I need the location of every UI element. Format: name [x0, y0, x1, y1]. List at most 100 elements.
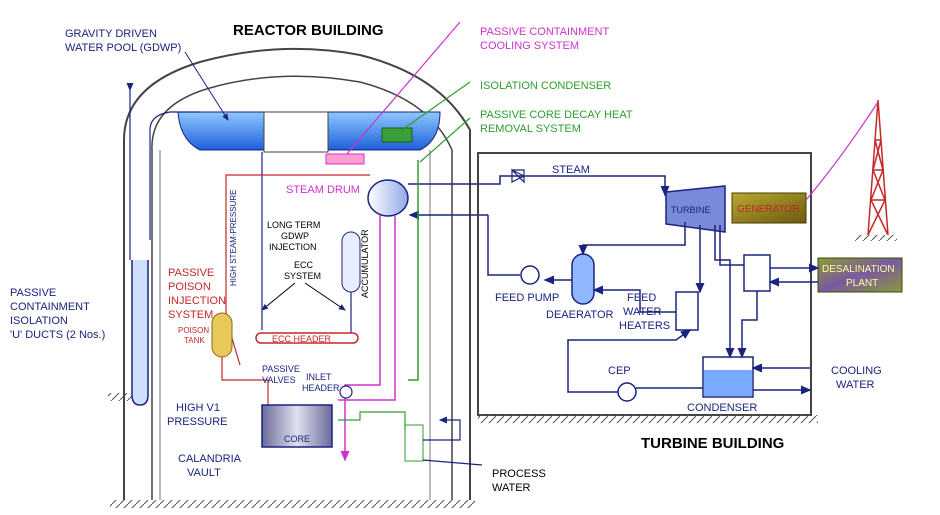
deaerator-label: DEAERATOR [546, 309, 613, 321]
high-v1-label-1: HIGH V1 [176, 402, 220, 414]
reactor-building [108, 47, 475, 508]
pcc-line [339, 21, 461, 163]
pcdhr-line [419, 117, 471, 163]
tower-ground [855, 235, 897, 241]
passive-valves-label-1: PASSIVE [262, 364, 300, 374]
generator-label: GENERATOR [737, 204, 799, 215]
riser-magenta [340, 215, 381, 462]
fwh-label-3: HEATERS [619, 320, 670, 332]
ecc-header [255, 332, 359, 344]
isolation-condenser-unit [381, 127, 413, 143]
poison-tank-label-1: POISON [178, 326, 209, 335]
lt-label-3: INJECTION [269, 242, 317, 252]
ppis-label-1: PASSIVE [168, 267, 214, 279]
ecc-arrow-left [261, 282, 296, 311]
desal-label-2: PLANT [846, 278, 878, 289]
cooling-label-1: COOLING [831, 365, 882, 377]
lt-label-2: GDWP [281, 231, 309, 241]
inlet-header-label-2: HEADER [302, 383, 340, 393]
inlet-header-label-1: INLET [306, 372, 332, 382]
pcc-label-1: PASSIVE CONTAINMENT [480, 26, 609, 38]
gdwp-label-1: GRAVITY DRIVEN [65, 28, 157, 40]
reactor-building-title: REACTOR BUILDING [233, 22, 384, 39]
desalination-plant [817, 257, 903, 293]
ic-downcomer [408, 160, 419, 381]
cep-label: CEP [608, 365, 631, 377]
transmission-tower [867, 99, 889, 236]
poison-tank-label-2: TANK [184, 336, 205, 345]
pcc-label-2: COOLING SYSTEM [480, 40, 579, 52]
inlet-magenta [338, 215, 396, 401]
ecc-label-2: SYSTEM [284, 271, 321, 281]
feedwater-return [487, 215, 520, 276]
inlet-header-pump [339, 385, 353, 399]
pcc-hx [325, 153, 365, 165]
ppis-label-3: INJECTION [168, 295, 226, 307]
feed-water-heaters [675, 291, 699, 331]
gdwp-pointer [184, 51, 229, 121]
cep-to-fwh [567, 329, 692, 393]
core-label: CORE [284, 434, 310, 444]
fwh-to-deaerator [592, 285, 676, 313]
turbine-building-title: TURBINE BUILDING [641, 435, 784, 452]
turbine-ground [478, 415, 818, 423]
poison-line [221, 357, 269, 405]
process-water-label-2: WATER [492, 482, 531, 494]
cep-pump [617, 382, 637, 402]
generator [731, 192, 807, 224]
reactor-ground [108, 393, 148, 401]
fwh-label-2: WATER [623, 306, 662, 318]
desal-label-1: DESALINATION [822, 264, 895, 275]
feed-pump-label: FEED PUMP [495, 292, 559, 304]
condenser-water [704, 370, 752, 396]
steam-drum [367, 179, 409, 217]
process-water-label-1: PROCESS [492, 468, 546, 480]
high-steam-pressure-label: HIGH STEAM-PRESSURE [229, 190, 238, 286]
ppis-label-4: SYSTEM [168, 309, 213, 321]
pcdhr-label-1: PASSIVE CORE DECAY HEAT [480, 109, 633, 121]
pool-center-block [263, 111, 329, 153]
core-vessel [261, 404, 333, 448]
pcid-label-4: 'U' DUCTS (2 Nos.) [10, 329, 105, 341]
passive-valves-label-2: VALVES [262, 375, 296, 385]
condenser-label: CONDENSER [687, 402, 757, 414]
gdwp-label-2: WATER POOL (GDWP) [65, 42, 181, 54]
calandria-label-1: CALANDRIA [178, 453, 242, 465]
lt-label-1: LONG TERM [267, 220, 320, 230]
cooling-label-2: WATER [836, 379, 875, 391]
high-steam-line [225, 174, 370, 366]
turbine-to-condenser [714, 225, 735, 359]
pcid-label-3: ISOLATION [10, 315, 68, 327]
main-steam-line [408, 175, 670, 197]
turbine [665, 185, 726, 233]
high-v1-label-2: PRESSURE [167, 416, 228, 428]
steam-valve [511, 168, 526, 184]
pcid-label-2: CONTAINMENT [10, 301, 90, 313]
ic-label: ISOLATION CONDENSER [480, 80, 611, 92]
fwh-label-1: FEED [627, 292, 656, 304]
process-water-out [423, 416, 461, 441]
ecc-arrow-right [304, 282, 346, 311]
process-water-hx [404, 424, 424, 462]
process-water-in [422, 459, 483, 466]
desal-return [737, 291, 758, 359]
accumulator-label: ACCUMULATOR [360, 229, 370, 298]
accumulator [341, 231, 361, 293]
turbine-to-deaerator [578, 222, 686, 256]
feed-pump [520, 265, 540, 285]
ic-line [401, 81, 471, 131]
turbine-building [477, 99, 903, 423]
pcdhr-label-2: REMOVAL SYSTEM [480, 123, 581, 135]
green-loop [338, 411, 406, 430]
turbine-to-desal [719, 225, 744, 266]
pcid-label-1: PASSIVE [10, 287, 56, 299]
power-line [805, 101, 879, 201]
steam-drum-label: STEAM DRUM [286, 184, 360, 196]
desal-hx [743, 254, 771, 292]
ppis-label-2: POISON [168, 281, 211, 293]
steam-label: STEAM [552, 164, 590, 176]
reactor-piping [211, 21, 670, 466]
ecc-label-1: ECC [294, 260, 314, 270]
calandria-label-2: VAULT [187, 467, 221, 479]
